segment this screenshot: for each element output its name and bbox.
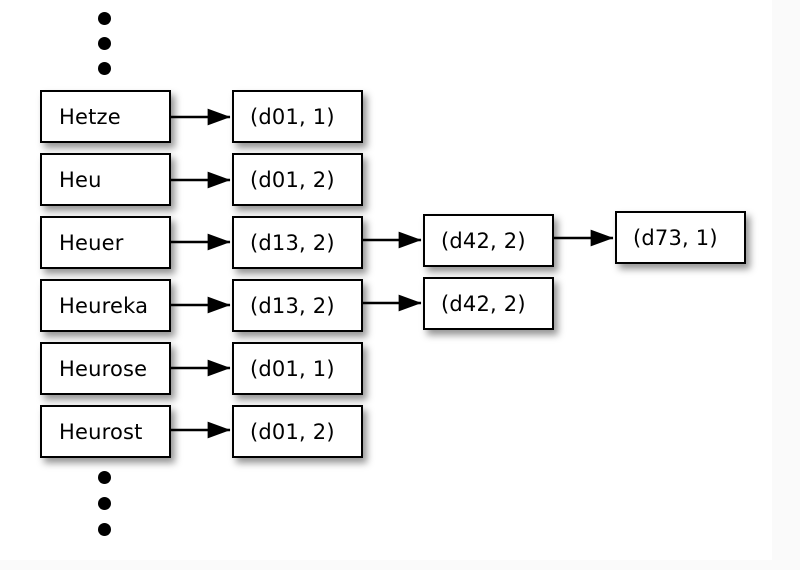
ellipsis-dot [98, 62, 111, 75]
term-box[interactable]: Heu [40, 153, 171, 206]
term-box[interactable]: Hetze [40, 90, 171, 143]
ellipsis-dot [98, 523, 111, 536]
posting-box[interactable]: (d01, 2) [232, 153, 363, 206]
posting-box[interactable]: (d73, 1) [615, 211, 746, 264]
term-box[interactable]: Heurose [40, 342, 171, 395]
posting-box[interactable]: (d42, 2) [423, 277, 554, 330]
term-box[interactable]: Heuer [40, 216, 171, 269]
ellipsis-dot [98, 12, 111, 25]
term-box[interactable]: Heureka [40, 279, 171, 332]
term-box[interactable]: Heurost [40, 405, 171, 458]
ellipsis-dot [98, 497, 111, 510]
posting-box[interactable]: (d13, 2) [232, 279, 363, 332]
posting-box[interactable]: (d13, 2) [232, 216, 363, 269]
posting-box[interactable]: (d01, 1) [232, 90, 363, 143]
ellipsis-dot [98, 37, 111, 50]
ellipsis-dot [98, 471, 111, 484]
posting-box[interactable]: (d01, 2) [232, 405, 363, 458]
posting-box[interactable]: (d42, 2) [423, 214, 554, 267]
posting-box[interactable]: (d01, 1) [232, 342, 363, 395]
